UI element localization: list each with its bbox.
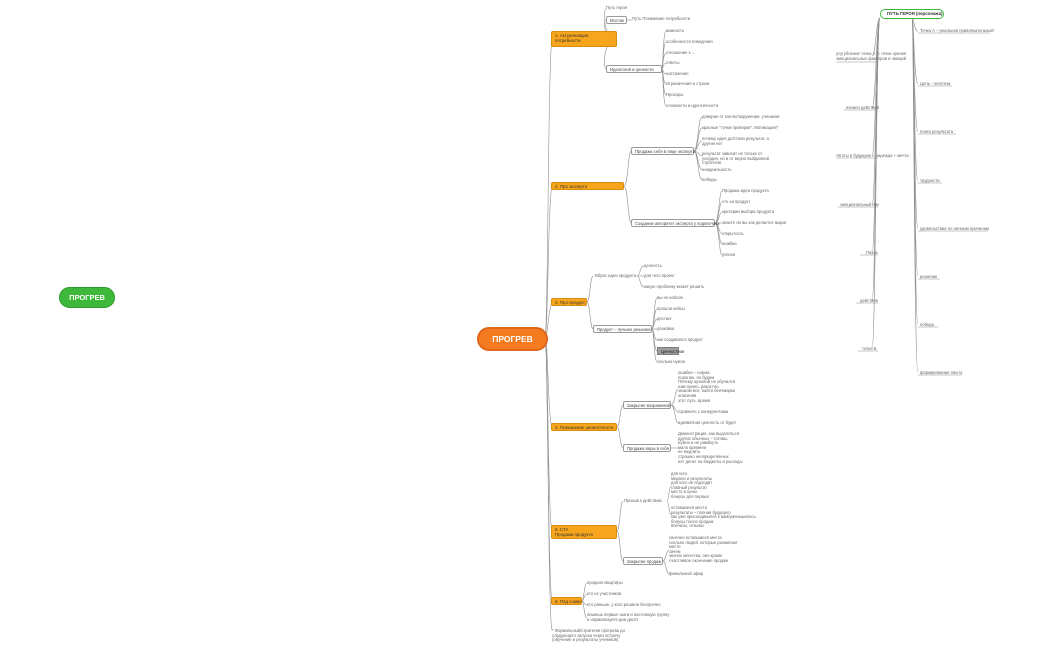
- leaf-ideologiya-1: особенности поведения: [666, 39, 713, 44]
- leaf-produkt-0: вы-но кейсов: [657, 295, 683, 300]
- leaf-zakrytie-prodazh-block: конечно оставшиеся места сколько людей, …: [669, 535, 738, 563]
- right-label-0: Точка А – реальная привлекательный: [920, 28, 994, 33]
- leaf-zakrytie-prodazh-tail: финальный эфир: [669, 571, 704, 576]
- leaf-prodazha-2: почему идея до/стали результат, а другие…: [702, 136, 769, 146]
- right-label-14: формирование опыта: [920, 370, 963, 375]
- leaf-produkt-4: как создавался продукт: [657, 337, 703, 342]
- node-prizyv[interactable]: Призыв к действию: [624, 498, 662, 503]
- branch-4-node[interactable]: 4. Повышение ценностности: [551, 423, 617, 431]
- leaf-vbros-2: какую проблему может решить: [644, 284, 705, 289]
- leaf-prizyv-block1: для кого медали и результаты для кого не…: [671, 471, 713, 499]
- right-label-5: тяготы в будущем = надежда + мечта: [836, 153, 909, 158]
- left-root-node[interactable]: ПРОГРЕВ: [59, 287, 115, 308]
- leaf-prodazha-3: результат зависит не только от усердия, …: [702, 151, 769, 166]
- leaf-sozdanie-6: успехи: [722, 252, 736, 257]
- leaf-sozdanie-4: открытость: [722, 231, 744, 236]
- right-label-6: трудности: [920, 178, 940, 183]
- leaf-ideologiya-4: настроение: [666, 71, 689, 76]
- leaf-prizyv-block2: оставшиеся места результаты – полная буд…: [671, 505, 756, 529]
- branch-6-node[interactable]: 6. Под сомнен: [551, 597, 582, 605]
- central-root-node[interactable]: ПРОГРЕВ: [477, 327, 548, 351]
- leaf-b6-3: пишешь первые шаги и настояшую группу и …: [587, 612, 670, 622]
- leaf-prodazha-4: неидеальность: [702, 167, 732, 172]
- leaf-ideologiya-6: Прохоры: [666, 92, 684, 97]
- leaf-sozdanie-0: Продажа идеи продукта: [722, 188, 769, 193]
- leaf-produkt-tail: сколько нужно: [657, 359, 686, 364]
- right-label-1: усугубление точки А: с точки зрения эмоц…: [836, 51, 907, 61]
- node-sozdanie-avtoriteta[interactable]: Создание авторитет эксперта у подписчика: [631, 219, 719, 227]
- leaf-sozdanie-2: критерии выбора продукта: [722, 209, 775, 214]
- leaf-put-geroya: Путь героя: [606, 5, 628, 10]
- node-zakrytie-vozrazheniy[interactable]: Закрытие возражений: [623, 401, 671, 409]
- node-ideologiya[interactable]: Идеология и ценности: [606, 65, 662, 73]
- right-label-3: начало действий: [846, 105, 880, 110]
- leaf-zakrytie-0: Сравнить с конкурентами: [678, 409, 728, 414]
- branch-2-node[interactable]: 2. Про эксперта: [551, 182, 624, 190]
- leaf-b6-2: кто раньше, у кого решили беспрочно: [587, 602, 661, 607]
- leaf-vbros-1: для чего проект: [644, 273, 675, 278]
- right-label-9: Пауза: [866, 250, 878, 255]
- leaf-ideologiya-0: важность: [666, 28, 685, 33]
- leaf-sozdanie-3: знаете ли вы как делается акции: [722, 220, 786, 225]
- node-prodazha-very[interactable]: Продажа веры в себя: [623, 444, 671, 452]
- right-map-title[interactable]: ПУТЬ ГЕРОЯ (персонажа): [880, 9, 944, 19]
- node-prodazha-sebya[interactable]: Продажа себя в лице эксперта: [631, 147, 695, 155]
- leaf-vera-block: Демонстрация, как выделяться других обыч…: [678, 431, 743, 464]
- leaf-mostik: Путь Понимание потребности: [632, 16, 691, 21]
- node-zakrytie-prodazh[interactable]: Закрытие продаж: [623, 557, 663, 565]
- right-label-4: поиск результата: [920, 129, 954, 134]
- node-gray-highlight[interactable]: Ценностное: [657, 347, 684, 355]
- leaf-prodazha-0: доверие от коллег/окружения, учеников: [702, 114, 780, 119]
- right-label-12: победа: [920, 322, 934, 327]
- leaf-zakrytie-block: ошибки – норма. порогаю, по будем Почему…: [678, 370, 736, 403]
- leaf-zakrytie-1: адекватная ценность от будет: [678, 420, 737, 425]
- node-produkt-luchshee[interactable]: Продукт – лучшее решение: [593, 325, 652, 333]
- leaf-prodazha-1: красные "точки проверки". Мотивация?: [702, 125, 779, 130]
- leaf-produkt-3: упаковка: [657, 326, 675, 331]
- leaf-vbros-0: ценность: [644, 263, 662, 268]
- node-mostik[interactable]: Мостик: [606, 16, 627, 24]
- branch-1-node[interactable]: 1. Актуализация потребности: [551, 31, 617, 47]
- leaf-ideologiya-7: сложности и идентичности: [666, 103, 719, 108]
- right-label-8: удовольствие по личным причинам: [920, 226, 989, 231]
- right-label-10: решение: [920, 274, 938, 279]
- leaf-b6-0: продано квартиры: [587, 580, 623, 585]
- leaf-produkt-2: дестинг: [657, 316, 672, 321]
- branch-3-node[interactable]: 3. Про продукт: [551, 298, 587, 306]
- leaf-sozdanie-5: ошибки: [722, 241, 737, 246]
- branch-5-node[interactable]: 5. CTA Продажа продукта: [551, 525, 617, 539]
- node-vbros[interactable]: Вброс идеи продукта: [595, 273, 637, 278]
- leaf-ideologiya-5: Ограничения и страхи: [666, 81, 710, 86]
- right-label-13: точка Б: [862, 346, 877, 351]
- right-label-2: Цель - гипотеза: [920, 81, 951, 86]
- leaf-b6-1: кто из участников: [587, 591, 622, 596]
- right-label-7: эмоциональный пик: [840, 202, 879, 207]
- leaf-ideologiya-2: отношение к ...: [666, 50, 696, 55]
- leaf-prodazha-5: победы: [702, 177, 717, 182]
- right-label-11: действия: [860, 298, 878, 303]
- leaf-produkt-1: прошли кейсы: [657, 306, 685, 311]
- footnote: * Формальный/стратегия прогрева до следу…: [552, 628, 625, 643]
- leaf-ideologiya-3: ответы: [666, 60, 680, 65]
- leaf-sozdanie-1: что за продукт: [722, 199, 751, 204]
